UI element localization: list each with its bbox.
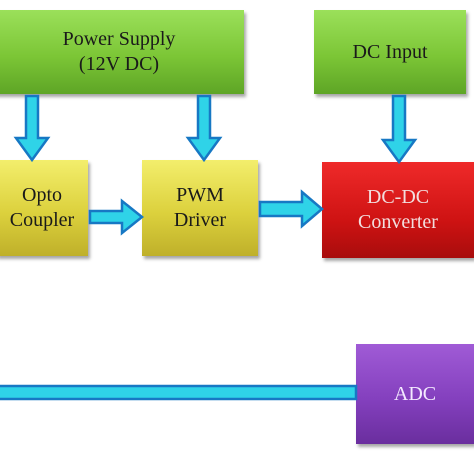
arrow-pwm-to-converter xyxy=(258,189,324,229)
pwm-driver-block: PWM Driver xyxy=(142,160,258,256)
pwm-driver-label-line1: PWM xyxy=(176,184,224,206)
arrow-power-to-pwm xyxy=(185,94,223,163)
dc-input-label: DC Input xyxy=(352,40,428,63)
arrow-dcinput-to-converter xyxy=(380,94,418,165)
adc-block: ADC xyxy=(356,344,474,444)
arrow-opto-to-pwm xyxy=(88,198,145,236)
power-supply-block: Power Supply (12V DC) xyxy=(0,10,244,94)
arrow-power-to-opto xyxy=(13,94,51,163)
line-to-adc xyxy=(0,384,358,401)
dc-input-block: DC Input xyxy=(314,10,466,94)
dc-dc-converter-label-line2: Converter xyxy=(358,211,438,233)
opto-coupler-label-line2: Coupler xyxy=(9,209,75,231)
opto-coupler-block: Opto Coupler xyxy=(0,160,88,256)
power-supply-voltage-label: (12V DC) xyxy=(78,53,160,75)
pwm-driver-label-line2: Driver xyxy=(173,209,227,231)
opto-coupler-label-line1: Opto xyxy=(22,184,62,206)
power-supply-label: Power Supply xyxy=(62,28,176,50)
dc-dc-converter-block: DC-DC Converter xyxy=(322,162,474,258)
dc-dc-converter-label-line1: DC-DC xyxy=(366,186,430,208)
adc-label: ADC xyxy=(393,382,437,405)
